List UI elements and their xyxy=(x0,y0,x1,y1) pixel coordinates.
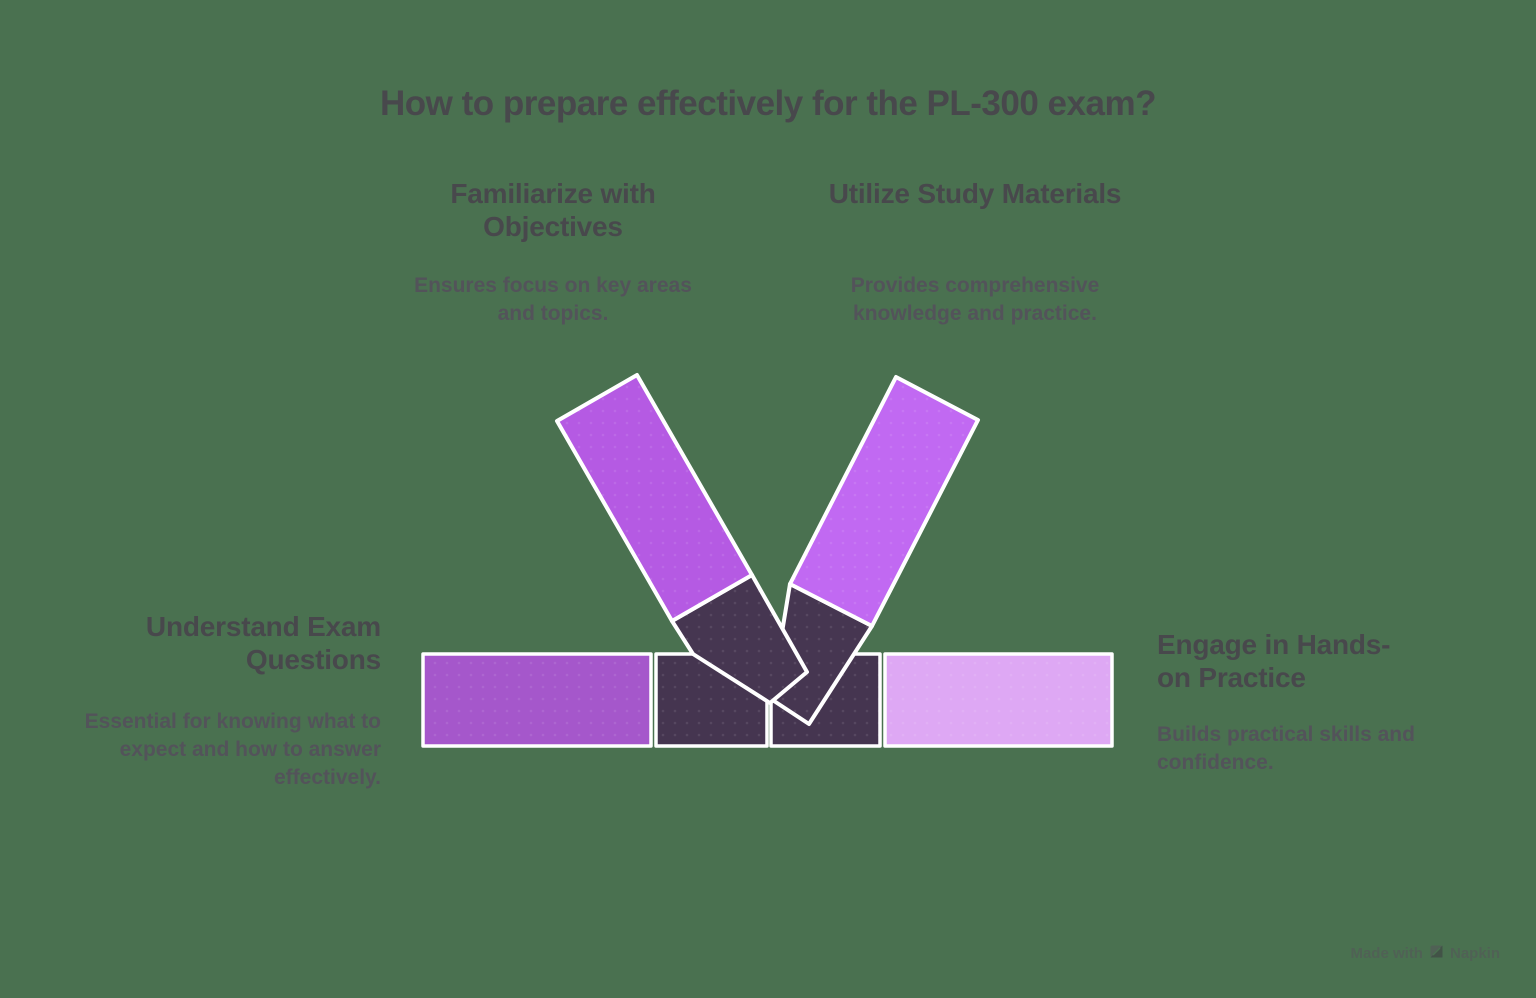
watermark-text-prefix: Made with xyxy=(1350,945,1423,962)
marker-right-body-texture xyxy=(790,377,978,626)
section-practice-heading: Engage in Hands-on Practice xyxy=(1157,629,1391,694)
marker-right-tip-texture xyxy=(771,584,872,724)
marker-left-body-texture xyxy=(557,375,752,621)
page-title: How to prepare effectively for the PL-30… xyxy=(380,84,1156,123)
section-practice-body: Builds practical skills and confidence. xyxy=(1157,723,1415,774)
bar-segment-1-texture xyxy=(423,654,651,746)
section-questions-heading: Understand Exam Questions xyxy=(145,611,381,676)
section-familiarize-body: Ensures focus on key areas and topics. xyxy=(414,274,692,325)
section-familiarize-heading: Familiarize with Objectives xyxy=(450,178,656,243)
watermark-brand: Napkin xyxy=(1449,945,1500,962)
marker-left-tip-texture xyxy=(672,575,807,703)
section-questions-body: Essential for knowing what to expect and… xyxy=(84,710,381,789)
bar-segment-4-texture xyxy=(885,654,1112,746)
section-materials-heading: Utilize Study Materials xyxy=(828,178,1122,209)
napkin-watermark[interactable]: Made with Napkin xyxy=(1350,944,1500,963)
napkin-logo-icon xyxy=(1429,944,1444,963)
section-materials-body: Provides comprehensive knowledge and pra… xyxy=(850,274,1100,325)
